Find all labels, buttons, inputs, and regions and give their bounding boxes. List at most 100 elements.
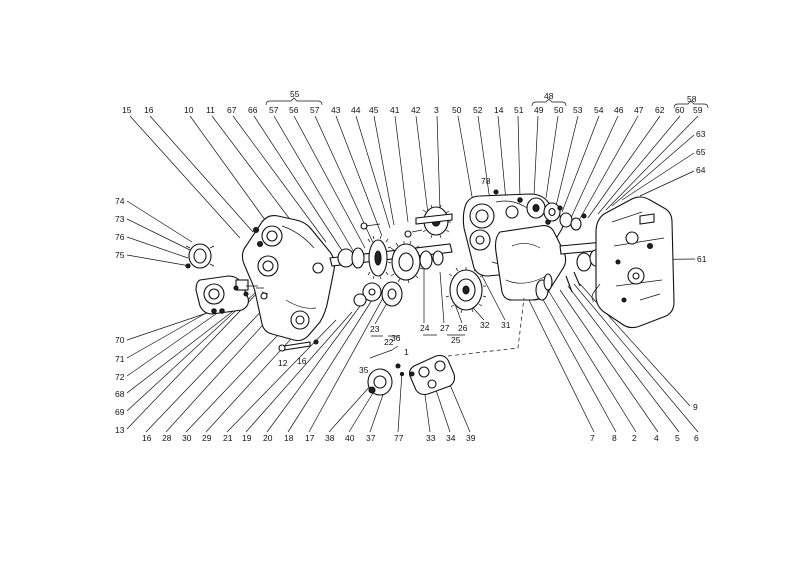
callout-60: 60	[675, 105, 685, 115]
callout-14: 14	[494, 105, 504, 115]
callout-19: 19	[242, 433, 252, 443]
callout-15: 15	[122, 105, 132, 115]
callout-54: 54	[594, 105, 604, 115]
gearbox-housing	[591, 196, 675, 329]
callout-18: 18	[284, 433, 294, 443]
callout-6: 6	[694, 433, 699, 443]
callout-50a: 50	[452, 105, 462, 115]
callout-44: 44	[351, 105, 361, 115]
callout-35: 35	[359, 365, 369, 375]
callout-9: 9	[693, 402, 698, 412]
callout-59: 59	[693, 105, 703, 115]
callout-25: 25	[451, 335, 461, 345]
callout-22: 22	[384, 337, 394, 347]
callout-34: 34	[446, 433, 456, 443]
callout-51: 51	[514, 105, 524, 115]
callout-40: 40	[345, 433, 355, 443]
callout-28: 28	[162, 433, 172, 443]
callout-33: 33	[426, 433, 436, 443]
callout-16: 16	[144, 105, 154, 115]
callout-30: 30	[182, 433, 192, 443]
inner-callouts: 78 23 24 27 26 22 25 32 31 12 16 36 35 1	[278, 176, 511, 375]
callout-10: 10	[184, 105, 194, 115]
callout-53: 53	[573, 105, 583, 115]
callout-71: 71	[115, 354, 125, 364]
top-callouts: 15 16 10 11 67 66 57 56 57 43 44 45 41 4…	[122, 105, 703, 115]
callout-70: 70	[115, 335, 125, 345]
lower-pump	[408, 297, 525, 396]
callout-57b: 57	[310, 105, 320, 115]
callout-37: 37	[366, 433, 376, 443]
callout-4: 4	[654, 433, 659, 443]
callout-17: 17	[305, 433, 315, 443]
callout-76: 76	[115, 232, 125, 242]
callout-67: 67	[227, 105, 237, 115]
callout-63: 63	[696, 129, 706, 139]
callout-48: 48	[544, 91, 554, 101]
callout-3: 3	[434, 105, 439, 115]
right-callouts: 63 65 64 61 9	[693, 129, 707, 412]
rear-cover-plate	[494, 225, 606, 301]
callout-11: 11	[206, 105, 215, 115]
callout-41: 41	[390, 105, 400, 115]
callout-57a: 57	[269, 105, 279, 115]
oil-pump-unit	[195, 275, 269, 315]
long-bolt	[278, 339, 319, 352]
callout-13: 13	[115, 425, 125, 435]
callout-23: 23	[370, 324, 380, 334]
callout-78: 78	[481, 176, 491, 186]
callout-61: 61	[697, 254, 707, 264]
callout-72: 72	[115, 372, 125, 382]
center-gear-stack	[329, 204, 487, 314]
callout-64: 64	[696, 165, 706, 175]
callout-32: 32	[480, 320, 490, 330]
callout-16-bottom: 16	[142, 433, 152, 443]
callout-47: 47	[634, 105, 644, 115]
callout-58: 58	[687, 94, 697, 104]
callout-1: 1	[404, 347, 409, 357]
callout-39: 39	[466, 433, 476, 443]
callout-77: 77	[394, 433, 404, 443]
callout-65: 65	[696, 147, 706, 157]
callout-75: 75	[115, 250, 125, 260]
front-cover-housing	[241, 215, 336, 342]
callout-66: 66	[248, 105, 258, 115]
callout-74: 74	[115, 196, 125, 206]
callout-55: 55	[290, 89, 300, 99]
callout-2: 2	[632, 433, 637, 443]
callout-43: 43	[331, 105, 341, 115]
callout-8: 8	[612, 433, 617, 443]
callout-24: 24	[420, 323, 430, 333]
lower-pulley	[367, 345, 405, 396]
flange-hub	[185, 243, 215, 269]
callout-21: 21	[223, 433, 233, 443]
callout-16-inner: 16	[297, 356, 307, 366]
callout-69: 69	[115, 407, 125, 417]
callout-5: 5	[675, 433, 680, 443]
callout-36: 36	[391, 333, 401, 343]
callout-52: 52	[473, 105, 483, 115]
callout-29: 29	[202, 433, 212, 443]
callout-45: 45	[369, 105, 379, 115]
callout-26: 26	[458, 323, 468, 333]
callout-38: 38	[325, 433, 335, 443]
callout-62: 62	[655, 105, 665, 115]
callout-27: 27	[440, 323, 450, 333]
callout-42: 42	[411, 105, 421, 115]
callout-7: 7	[590, 433, 595, 443]
callout-49: 49	[534, 105, 544, 115]
callout-56: 56	[289, 105, 299, 115]
callout-20: 20	[263, 433, 273, 443]
callout-50b: 50	[554, 105, 564, 115]
left-callouts: 74 73 76 75 70 71 72 68 69 13	[115, 196, 125, 435]
callout-12: 12	[278, 358, 288, 368]
callout-31: 31	[501, 320, 511, 330]
bottom-callouts: 16 28 30 29 21 19 20 18 17 38 40 37 77 3…	[142, 433, 699, 443]
group-callouts: 55 48 58	[265, 89, 709, 109]
callout-46: 46	[614, 105, 624, 115]
callout-73: 73	[115, 214, 125, 224]
small-fasteners	[233, 189, 499, 297]
callout-68: 68	[115, 389, 125, 399]
intermediate-gear-cluster	[526, 197, 587, 231]
